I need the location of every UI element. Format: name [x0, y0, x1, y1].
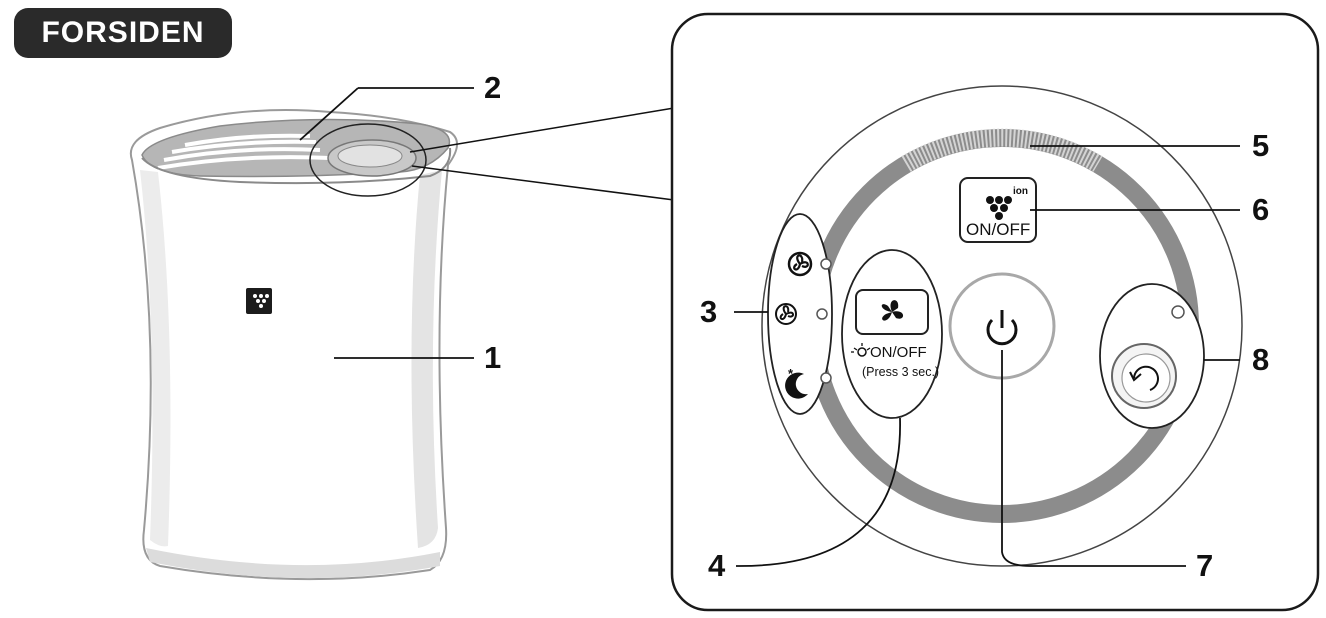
callout-7: 7: [1196, 548, 1214, 583]
callout-1: 1: [484, 340, 502, 375]
fan-light-hint: (Press 3 sec.): [862, 365, 939, 379]
callout-8: 8: [1252, 342, 1270, 377]
callout-5: 5: [1252, 128, 1270, 163]
panel-callout-oval: [309, 123, 427, 197]
device-body: [129, 109, 458, 581]
page-title: FORSIDEN: [14, 8, 232, 58]
svg-text:*: *: [788, 366, 794, 381]
fan-speed-indicators: [816, 258, 832, 384]
leader-lines: [299, 87, 1240, 567]
mode-indicator-lamp: [901, 128, 1103, 172]
moon-icon[interactable]: *: [785, 366, 808, 399]
reset-button-inner: [1121, 353, 1171, 403]
fan-speed-group-outline: [767, 213, 833, 415]
callout-6: 6: [1252, 192, 1270, 227]
reset-icon: [1129, 365, 1159, 391]
zoom-line-top: [409, 107, 675, 153]
device-control-button: [337, 144, 403, 168]
reset-indicator: [1171, 305, 1185, 319]
fan-high-icon[interactable]: [787, 251, 813, 277]
power-icon: [986, 310, 1018, 346]
zoom-line-bottom: [411, 165, 675, 201]
sun-icon: [851, 343, 871, 357]
logo-dots: [253, 294, 269, 308]
fan-icon: [881, 300, 904, 321]
fan-light-label: ON/OFF: [870, 344, 927, 361]
callout-4: 4: [708, 548, 726, 583]
device-left-shade: [140, 170, 171, 547]
plasmacluster-ion-label: ion: [1013, 186, 1028, 197]
callout-3: 3: [700, 294, 718, 329]
device-side-shade: [411, 170, 442, 548]
outlet-louvers: [157, 133, 331, 170]
plasmacluster-icon: [986, 196, 1012, 220]
fan-medium-icon[interactable]: [775, 303, 797, 325]
plasmacluster-button-label: ON/OFF: [966, 220, 1030, 239]
air-purifier-device: [129, 109, 458, 581]
device-base: [146, 548, 440, 579]
callout-2: 2: [484, 70, 502, 105]
